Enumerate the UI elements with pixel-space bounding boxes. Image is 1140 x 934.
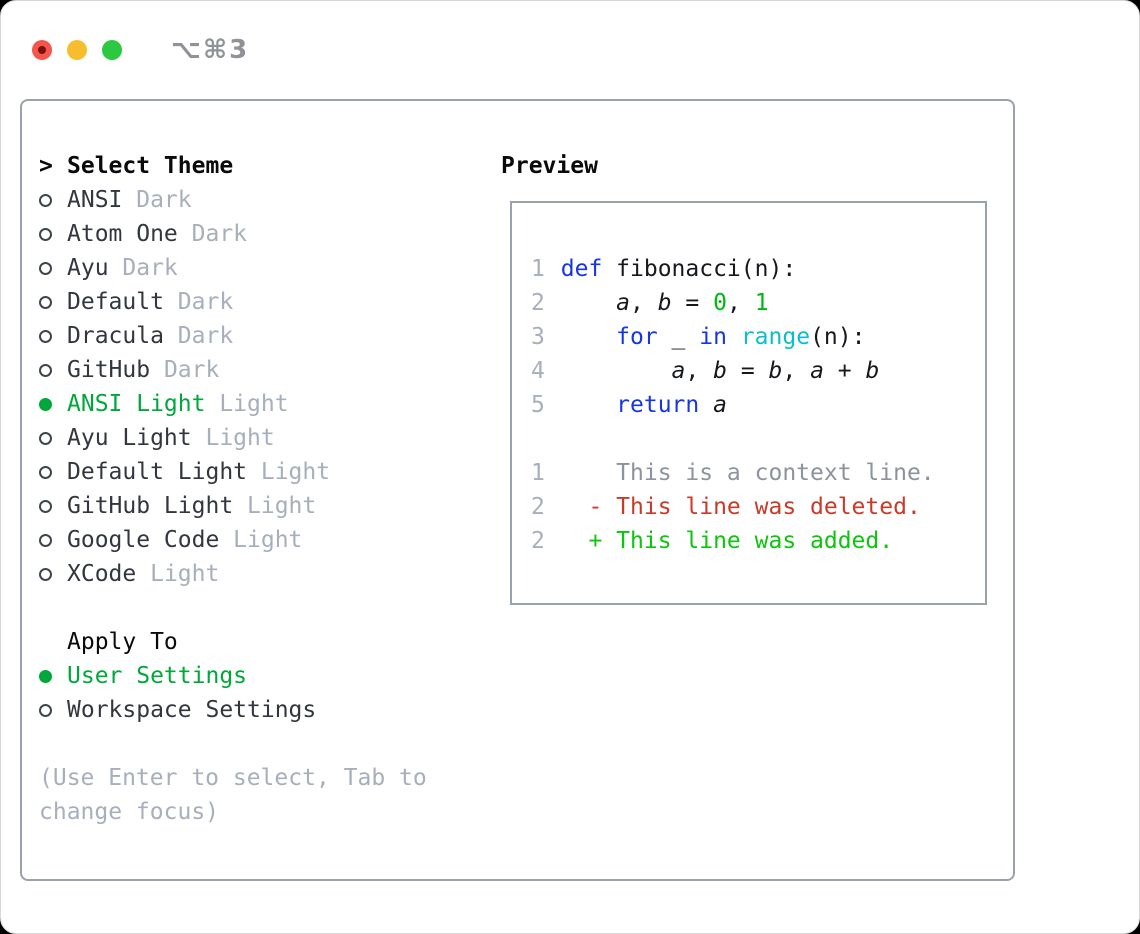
- code-line: 2 + This line was added.: [531, 524, 967, 558]
- theme-name: Atom One: [67, 221, 178, 247]
- preview-header-label: Preview: [501, 153, 598, 179]
- theme-variant: Dark: [191, 221, 248, 247]
- window-title: ⌥⌘3: [171, 35, 250, 65]
- radio-icon: [39, 228, 52, 241]
- title-bar: ⌥⌘3: [1, 1, 1139, 73]
- theme-option[interactable]: GitHub Dark: [39, 353, 469, 387]
- radio-icon: [39, 296, 52, 309]
- hint-text: (Use Enter to select, Tab to change focu…: [39, 765, 427, 825]
- radio-icon: [39, 568, 52, 581]
- radio-icon: [39, 704, 52, 717]
- theme-name: Ayu: [67, 255, 109, 281]
- radio-icon: [39, 364, 52, 377]
- theme-option[interactable]: ANSI Dark: [39, 183, 469, 217]
- select-theme-header-label: Select Theme: [67, 153, 234, 179]
- code-text: a, b = 0, 1: [616, 290, 769, 316]
- radio-icon: [39, 534, 52, 547]
- line-number: 2: [531, 290, 545, 316]
- apply-to-header: Apply To: [39, 625, 469, 659]
- theme-name: Ayu Light: [67, 425, 192, 451]
- theme-name: Default: [67, 289, 164, 315]
- radio-icon: [39, 466, 52, 479]
- radio-icon: [39, 330, 52, 343]
- radio-icon: [39, 398, 52, 411]
- code-line: [531, 422, 967, 456]
- line-number: 2: [531, 528, 545, 554]
- theme-name: GitHub: [67, 357, 151, 383]
- line-number: 2: [531, 494, 545, 520]
- code-line: 1 def fibonacci(n):: [531, 252, 967, 286]
- theme-option[interactable]: GitHub Light Light: [39, 489, 469, 523]
- theme-name: Default Light: [67, 459, 248, 485]
- code-line: 2 a, b = 0, 1: [531, 286, 967, 320]
- code-text: def fibonacci(n):: [560, 256, 797, 282]
- theme-variant: Dark: [177, 289, 234, 315]
- theme-variant: Light: [260, 459, 331, 485]
- theme-variant: Dark: [163, 357, 220, 383]
- radio-icon: [39, 670, 52, 683]
- theme-variant: Light: [219, 391, 289, 417]
- theme-name: ANSI: [67, 187, 123, 213]
- theme-list-column: > Select Theme ANSI Dark Atom One Dark: [39, 149, 469, 829]
- select-theme-header: > Select Theme: [39, 149, 469, 183]
- theme-variant: Dark: [122, 255, 178, 281]
- zoom-button[interactable]: [102, 40, 122, 60]
- minimize-button[interactable]: [67, 40, 87, 60]
- radio-icon: [39, 194, 52, 207]
- apply-to-option[interactable]: User Settings: [39, 659, 469, 693]
- traffic-lights: [32, 40, 122, 60]
- radio-icon: [39, 262, 52, 275]
- theme-option[interactable]: Ayu Dark: [39, 251, 469, 285]
- apply-to-header-label: Apply To: [67, 629, 178, 655]
- line-number: 1: [531, 256, 545, 282]
- theme-name: XCode: [67, 561, 137, 587]
- theme-option[interactable]: Default Light Light: [39, 455, 469, 489]
- apply-to-label: Workspace Settings: [67, 697, 317, 723]
- code-text: This is a context line.: [560, 460, 935, 486]
- code-line: 5 return a: [531, 388, 967, 422]
- theme-variant: Light: [205, 425, 275, 451]
- line-number: 4: [531, 358, 545, 384]
- code-text: - This line was deleted.: [560, 494, 921, 520]
- code-line: 4 a, b = b, a + b: [531, 354, 967, 388]
- theme-option[interactable]: Google Code Light: [39, 523, 469, 557]
- line-number: 1: [531, 460, 545, 486]
- radio-icon: [39, 500, 52, 513]
- focus-caret-icon: >: [39, 153, 53, 179]
- theme-name: Google Code: [67, 527, 220, 553]
- close-button[interactable]: [32, 40, 52, 60]
- theme-name: ANSI Light: [67, 391, 206, 417]
- theme-option[interactable]: XCode Light: [39, 557, 469, 591]
- theme-name: Dracula: [67, 323, 164, 349]
- theme-option[interactable]: Dracula Dark: [39, 319, 469, 353]
- code-text: a, b = b, a + b: [671, 358, 880, 384]
- code-line: 3 for _ in range(n):: [531, 320, 967, 354]
- apply-to-label: User Settings: [67, 663, 248, 689]
- apply-to-option[interactable]: Workspace Settings: [39, 693, 469, 727]
- theme-option[interactable]: Atom One Dark: [39, 217, 469, 251]
- line-number: 5: [531, 392, 545, 418]
- theme-variant: Dark: [177, 323, 234, 349]
- code-line: 1 This is a context line.: [531, 456, 967, 490]
- code-line: 2 - This line was deleted.: [531, 490, 967, 524]
- code-text: + This line was added.: [560, 528, 894, 554]
- preview-header: Preview: [501, 149, 1001, 183]
- theme-option[interactable]: ANSI Light Light: [39, 387, 469, 421]
- theme-picker-panel: > Select Theme ANSI Dark Atom One Dark: [20, 99, 1015, 881]
- code-text: return a: [616, 392, 727, 418]
- code-text: for _ in range(n):: [616, 324, 866, 350]
- theme-name: GitHub Light: [67, 493, 234, 519]
- theme-variant: Light: [247, 493, 317, 519]
- theme-variant: Dark: [136, 187, 192, 213]
- radio-icon: [39, 432, 52, 445]
- theme-variant: Light: [150, 561, 220, 587]
- line-number: 3: [531, 324, 545, 350]
- close-dot-icon: [38, 46, 46, 54]
- theme-option[interactable]: Ayu Light Light: [39, 421, 469, 455]
- theme-variant: Light: [233, 527, 303, 553]
- theme-option[interactable]: Default Dark: [39, 285, 469, 319]
